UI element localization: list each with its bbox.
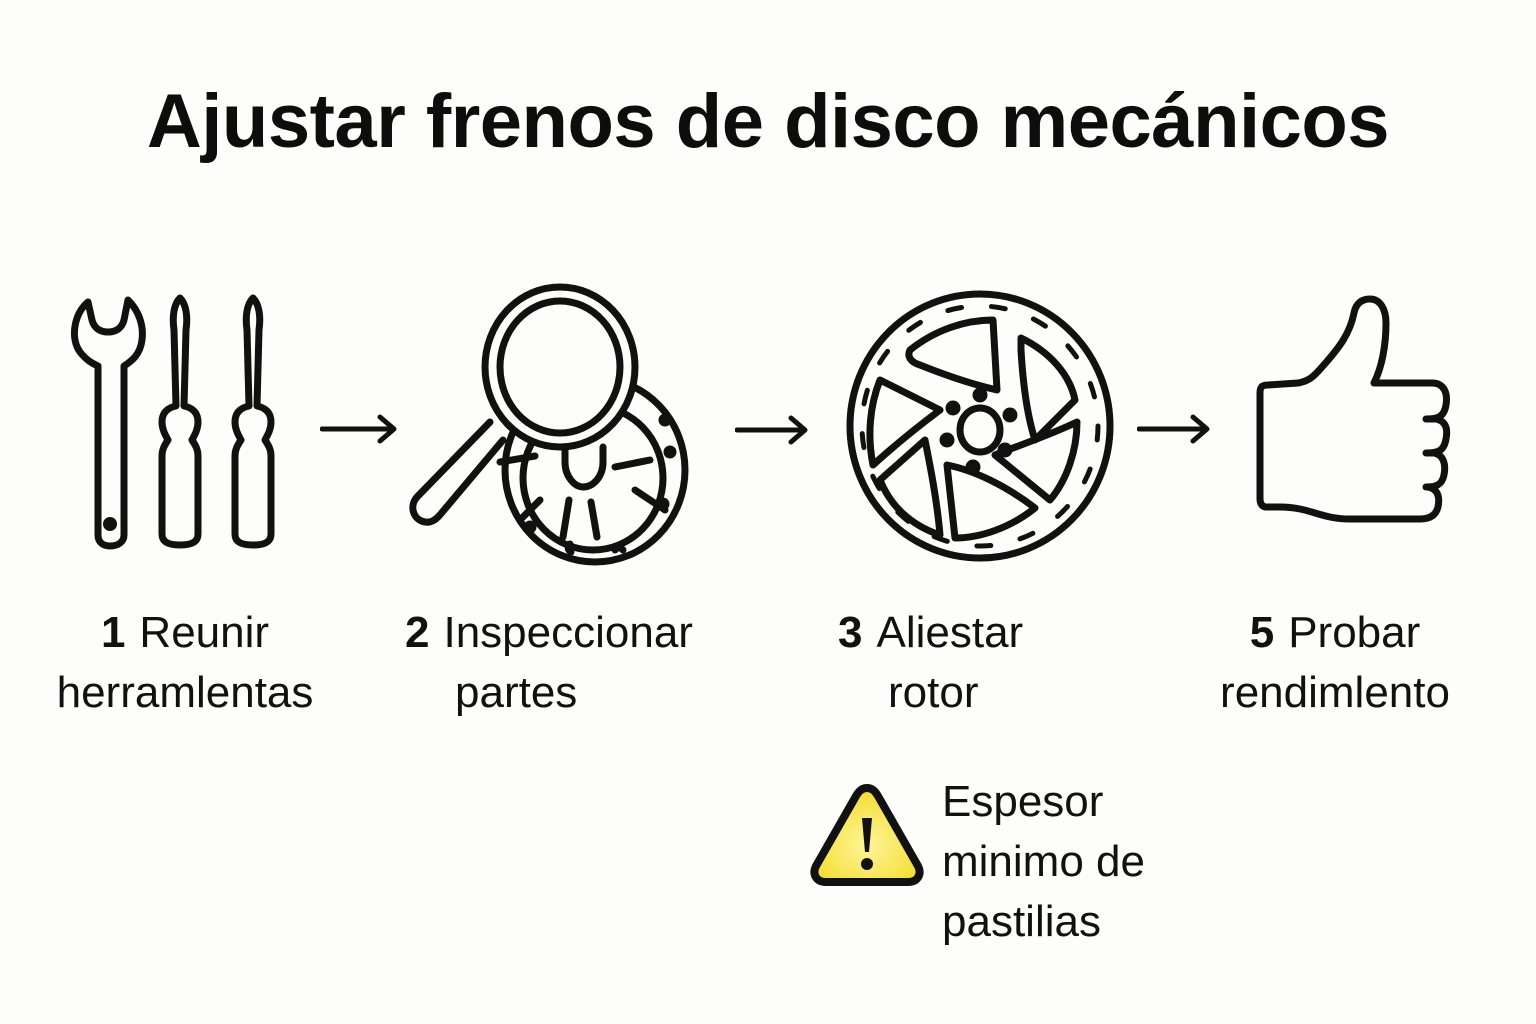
arrow-right-icon — [734, 415, 815, 445]
warning-text: Espesor minimo de pastilias — [942, 777, 1145, 946]
arrow-right-icon — [1136, 414, 1217, 444]
arrow-right-icon — [319, 414, 400, 444]
step-number: 3 — [838, 608, 863, 657]
step-number: 5 — [1249, 608, 1275, 657]
tools-icon — [70, 290, 280, 550]
brake-rotor-icon — [845, 290, 1115, 562]
magnifier-wheel-icon — [405, 282, 690, 567]
step-number: 2 — [405, 608, 430, 657]
step-number: 1 — [100, 608, 126, 657]
thumbs-up-icon — [1250, 295, 1451, 530]
warning-triangle-icon — [810, 782, 925, 887]
page-title: Ajustar frenos de disco mecánicos — [146, 79, 1390, 164]
